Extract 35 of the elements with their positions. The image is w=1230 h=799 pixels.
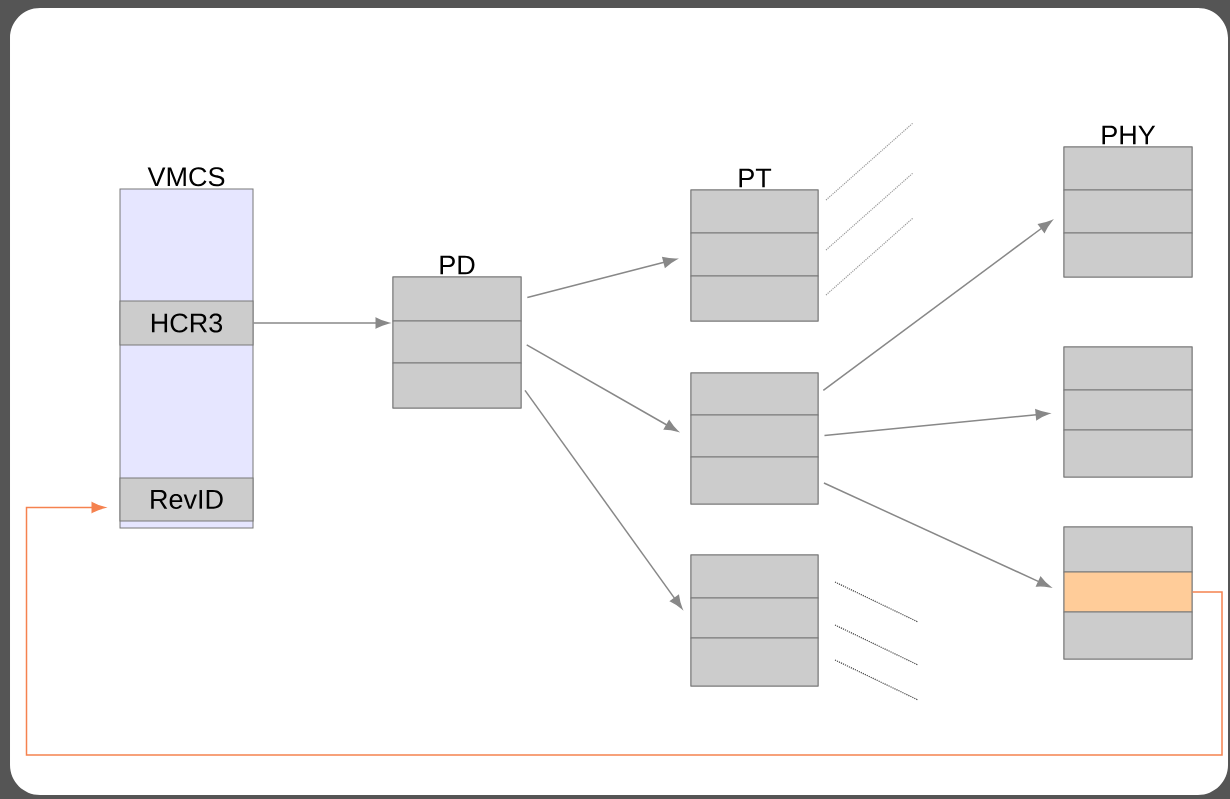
arrow bbox=[25, 502, 1223, 756]
table-row bbox=[690, 275, 819, 322]
table-row bbox=[690, 554, 819, 599]
arrow bbox=[823, 482, 1051, 588]
table-row bbox=[1063, 346, 1193, 391]
table-row bbox=[1063, 232, 1193, 278]
table-row bbox=[690, 414, 819, 458]
node-label: PHY bbox=[1102, 125, 1156, 145]
arrow bbox=[823, 409, 1050, 437]
table-row bbox=[1063, 429, 1193, 478]
table-row bbox=[392, 362, 522, 409]
node-label: PD bbox=[440, 255, 475, 275]
table-row bbox=[1063, 146, 1193, 191]
table-row bbox=[1063, 389, 1193, 431]
arrow bbox=[524, 389, 683, 609]
table-row bbox=[690, 189, 819, 234]
arrow bbox=[525, 344, 679, 432]
node-label: PT bbox=[739, 168, 772, 188]
table-row bbox=[1063, 611, 1193, 660]
node-label: VMCS bbox=[147, 167, 225, 187]
table-entry: RevID bbox=[119, 477, 254, 522]
table-row bbox=[392, 276, 522, 322]
table-row bbox=[392, 320, 522, 364]
arrow bbox=[526, 257, 677, 299]
arrow bbox=[822, 220, 1053, 392]
table-row bbox=[1063, 189, 1193, 234]
table-row bbox=[690, 637, 819, 687]
table-row bbox=[690, 372, 819, 416]
table-row bbox=[690, 232, 819, 277]
table-row bbox=[1063, 526, 1193, 573]
table-row bbox=[1063, 571, 1193, 613]
table-row bbox=[690, 597, 819, 639]
table-row bbox=[690, 456, 819, 505]
table-entry: HCR3 bbox=[119, 300, 254, 346]
arrow bbox=[252, 317, 390, 329]
